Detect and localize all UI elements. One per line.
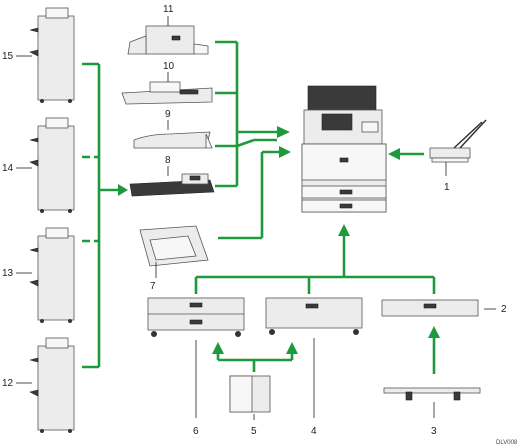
option-1-connector <box>388 148 424 160</box>
callout-9: 9 <box>165 109 171 120</box>
callout-12: 12 <box>2 378 14 389</box>
option-4-unit <box>265 297 363 335</box>
option-1-unit <box>429 119 487 163</box>
callout-2: 2 <box>501 304 507 315</box>
finisher-13 <box>29 227 75 323</box>
finisher-15 <box>29 7 75 103</box>
callout-10: 10 <box>163 61 175 72</box>
option-8-tray <box>129 173 215 197</box>
callout-11: 11 <box>163 4 174 15</box>
callout-4: 4 <box>311 426 317 437</box>
callout-7: 7 <box>150 281 156 292</box>
option-9-tray <box>133 131 213 149</box>
main-unit <box>301 85 387 213</box>
option-3-unit <box>383 387 481 401</box>
option-11-unit <box>127 25 209 55</box>
callout-8: 8 <box>165 155 171 166</box>
callout-1: 1 <box>444 182 450 193</box>
callout-15: 15 <box>2 51 14 62</box>
finisher-connector <box>82 62 128 369</box>
option-5-unit <box>229 375 271 413</box>
callout-3: 3 <box>431 426 437 437</box>
finisher-14 <box>29 117 75 213</box>
option-2-unit <box>381 299 479 317</box>
callout-6: 6 <box>193 426 199 437</box>
option-10-tray <box>121 81 213 105</box>
finisher-12 <box>29 337 75 433</box>
options-connector <box>215 40 290 188</box>
option-7-tray <box>139 225 209 267</box>
option-6-unit <box>147 297 245 337</box>
option-3-connector <box>428 326 440 374</box>
callout-14: 14 <box>2 163 14 174</box>
bottom-connector <box>194 224 436 294</box>
callout-13: 13 <box>2 268 14 279</box>
tray-7-connector <box>218 146 291 240</box>
figure-code: DLV008 <box>496 440 518 446</box>
unit-5-connector <box>212 342 298 372</box>
callout-5: 5 <box>251 426 257 437</box>
